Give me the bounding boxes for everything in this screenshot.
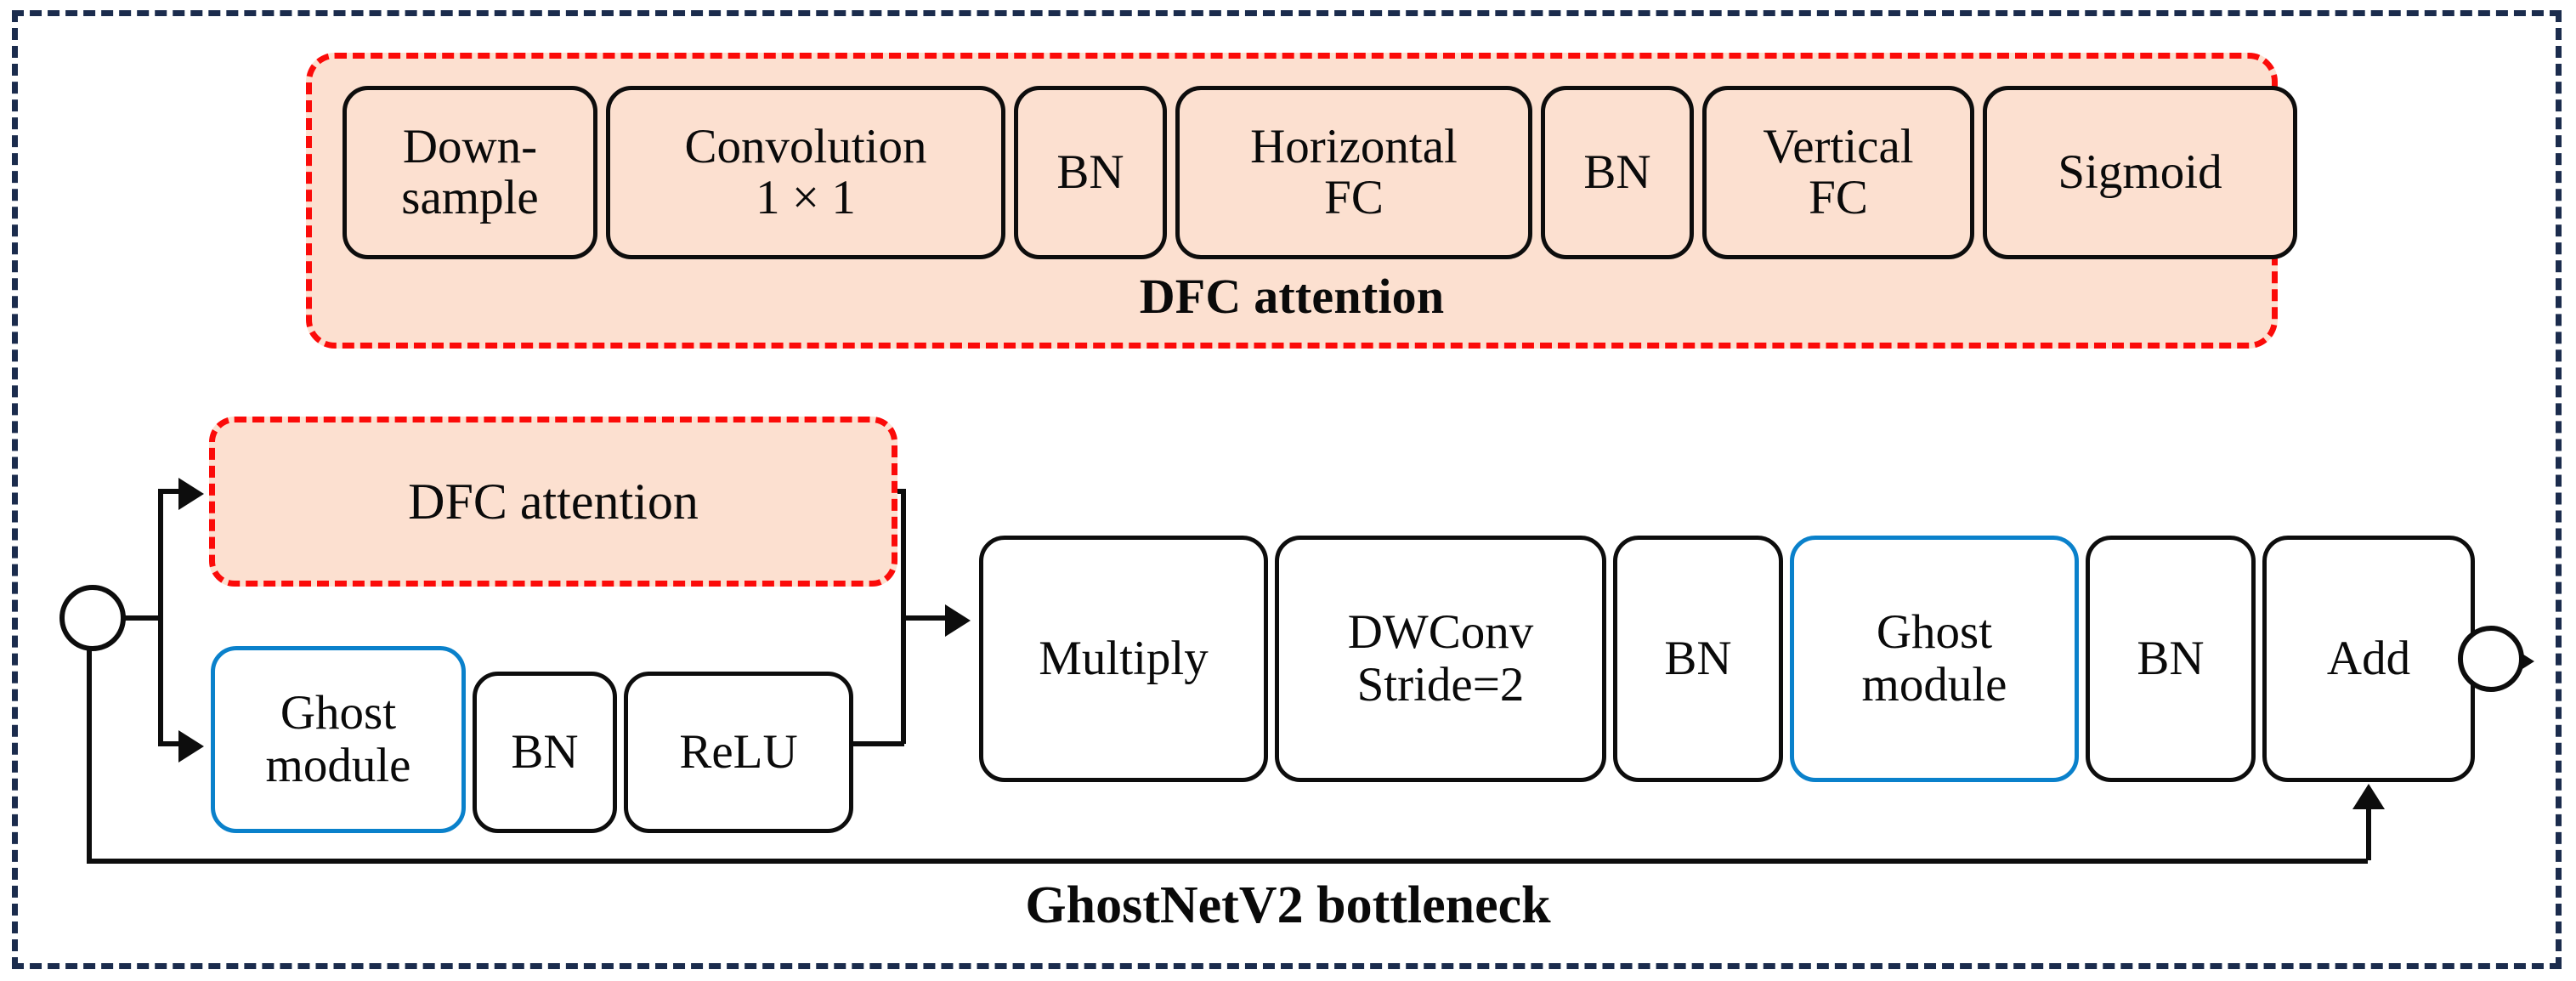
dfc-attention-block-row: Down- sample Convolution 1 × 1 BN Horizo…: [343, 86, 2297, 259]
dfc-block-vertical-fc[interactable]: Vertical FC: [1702, 86, 1974, 259]
dfc-block-horizontal-fc[interactable]: Horizontal FC: [1175, 86, 1532, 259]
dwconv-box-label: DWConv Stride=2: [1347, 605, 1534, 712]
residual-arrow: [2352, 784, 2385, 809]
bottleneck-dfc-attention-label: DFC attention: [408, 473, 699, 530]
multiply-box-label: Multiply: [1039, 632, 1209, 686]
dfc-block-bn-2-label: BN: [1583, 145, 1651, 199]
dfc-branch-line: [158, 489, 187, 494]
input-circle: [59, 585, 126, 651]
dwconv-box[interactable]: DWConv Stride=2: [1275, 536, 1606, 782]
bn-box-branch-label: BN: [511, 725, 579, 780]
dfc-block-sigmoid[interactable]: Sigmoid: [1983, 86, 2297, 259]
multiply-input-arrow: [945, 604, 971, 637]
output-circle: [2458, 626, 2524, 692]
add-box-label: Add: [2326, 632, 2411, 686]
multiply-box[interactable]: Multiply: [979, 536, 1268, 782]
ghostnetv2-bottleneck-frame: [12, 10, 2562, 969]
dfc-block-convolution-1x1[interactable]: Convolution 1 × 1: [606, 86, 1005, 259]
dfc-attention-panel: Down- sample Convolution 1 × 1 BN Horizo…: [306, 53, 2297, 349]
bn-box-main-2[interactable]: BN: [2086, 536, 2256, 782]
dfc-block-convolution-1x1-label: Convolution 1 × 1: [684, 119, 927, 224]
dfc-merge-stub: [897, 489, 903, 494]
bn-box-branch[interactable]: BN: [473, 672, 617, 833]
residual-across-line: [87, 859, 2368, 864]
ghost-module-box-1[interactable]: Ghost module: [211, 646, 466, 833]
merge-to-multiply-line: [901, 615, 950, 621]
bn-box-main-2-label: BN: [2137, 632, 2205, 686]
dfc-attention-panel-label: DFC attention: [1139, 269, 1445, 324]
dfc-branch-arrow: [178, 478, 204, 510]
dfc-block-sigmoid-label: Sigmoid: [2058, 145, 2222, 199]
residual-up-line: [2366, 809, 2371, 860]
dfc-block-downsample-label: Down- sample: [401, 119, 539, 224]
residual-down-line: [87, 648, 92, 864]
input-split-bus: [158, 489, 163, 744]
ghost-module-box-1-label: Ghost module: [265, 686, 411, 792]
dfc-block-bn-1-label: BN: [1056, 145, 1124, 199]
dfc-block-bn-1[interactable]: BN: [1014, 86, 1167, 259]
ghost-branch-line: [158, 741, 187, 746]
ghost-module-box-2[interactable]: Ghost module: [1790, 536, 2079, 782]
relu-box-label: ReLU: [679, 725, 798, 780]
dfc-block-horizontal-fc-label: Horizontal FC: [1250, 119, 1458, 224]
bottleneck-dfc-attention-block[interactable]: DFC attention: [209, 417, 897, 587]
ghost-module-box-2-label: Ghost module: [1861, 605, 2007, 712]
dfc-block-bn-2[interactable]: BN: [1541, 86, 1694, 259]
ghostnetv2-bottleneck-label: GhostNetV2 bottleneck: [1025, 876, 1551, 934]
bn-box-main-1[interactable]: BN: [1613, 536, 1783, 782]
ghost-branch-arrow: [178, 730, 204, 763]
input-stub-line: [124, 615, 163, 621]
relu-box[interactable]: ReLU: [624, 672, 853, 833]
dfc-block-vertical-fc-label: Vertical FC: [1763, 119, 1914, 224]
dfc-block-downsample[interactable]: Down- sample: [343, 86, 597, 259]
relu-merge-line: [853, 741, 904, 746]
add-box[interactable]: Add: [2262, 536, 2475, 782]
bn-box-main-1-label: BN: [1664, 632, 1732, 686]
